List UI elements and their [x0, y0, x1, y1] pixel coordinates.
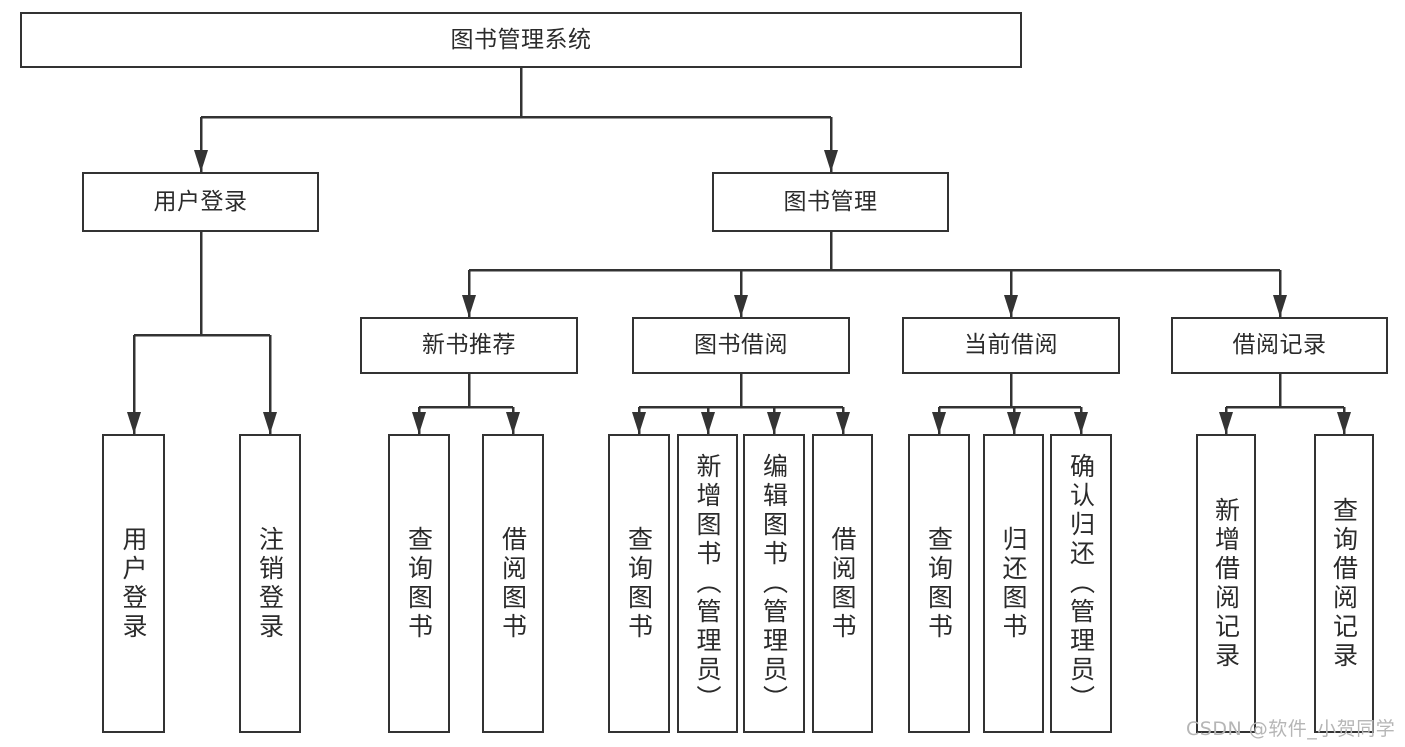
arrowhead-leaf_add_book	[701, 412, 715, 434]
arrowhead-leaf_query_book_2	[632, 412, 646, 434]
node-borrow_record[interactable]: 借阅记录	[1171, 317, 1388, 374]
node-leaf_add_record[interactable]: 新增借阅记录	[1196, 434, 1256, 733]
node-label: 新增图书（管理员）	[693, 453, 722, 714]
node-label: 当前借阅	[964, 332, 1058, 358]
arrowhead-leaf_query_book_3	[932, 412, 946, 434]
node-label: 归还图书	[999, 525, 1028, 642]
node-leaf_add_book[interactable]: 新增图书（管理员）	[677, 434, 738, 733]
arrowhead-borrow_record	[1273, 295, 1287, 317]
arrowhead-leaf_logout	[263, 412, 277, 434]
node-leaf_return_book[interactable]: 归还图书	[983, 434, 1044, 733]
node-label: 用户登录	[153, 188, 248, 215]
arrowhead-leaf_query_record	[1337, 412, 1351, 434]
node-label: 确认归还（管理员）	[1066, 453, 1096, 714]
arrowhead-leaf_edit_book	[767, 412, 781, 434]
node-leaf_confirm_return[interactable]: 确认归还（管理员）	[1050, 434, 1112, 733]
arrowhead-user_login	[194, 150, 208, 172]
arrowhead-leaf_user_login	[127, 412, 141, 434]
node-leaf_query_book_3[interactable]: 查询图书	[908, 434, 970, 733]
node-leaf_user_login[interactable]: 用户登录	[102, 434, 165, 733]
node-leaf_borrow_book_2[interactable]: 借阅图书	[812, 434, 873, 733]
node-leaf_edit_book[interactable]: 编辑图书（管理员）	[743, 434, 805, 733]
node-new_book_rec[interactable]: 新书推荐	[360, 317, 578, 374]
arrowhead-leaf_add_record	[1219, 412, 1233, 434]
node-label: 新增借阅记录	[1211, 496, 1241, 671]
watermark-text: CSDN @软件_小贺同学	[1186, 718, 1396, 740]
arrowhead-leaf_return_book	[1007, 412, 1021, 434]
node-label: 图书管理	[783, 188, 878, 215]
arrowhead-leaf_confirm_return	[1074, 412, 1088, 434]
arrowhead-book_manage	[824, 150, 838, 172]
node-book_manage[interactable]: 图书管理	[712, 172, 949, 232]
node-label: 借阅图书	[498, 525, 528, 642]
node-label: 图书借阅	[694, 332, 788, 358]
node-current_borrow[interactable]: 当前借阅	[902, 317, 1120, 374]
arrowhead-leaf_query_book_1	[412, 412, 426, 434]
node-label: 图书管理系统	[450, 26, 592, 53]
node-label: 借阅记录	[1232, 332, 1327, 358]
node-leaf_query_record[interactable]: 查询借阅记录	[1314, 434, 1374, 733]
node-label: 借阅图书	[828, 525, 857, 642]
node-root[interactable]: 图书管理系统	[20, 12, 1022, 68]
node-label: 查询借阅记录	[1329, 496, 1359, 671]
arrowhead-leaf_borrow_book_1	[506, 412, 520, 434]
arrowhead-book_borrow	[734, 295, 748, 317]
node-leaf_logout[interactable]: 注销登录	[239, 434, 301, 733]
arrowhead-leaf_borrow_book_2	[836, 412, 850, 434]
node-label: 注销登录	[255, 525, 285, 642]
node-user_login[interactable]: 用户登录	[82, 172, 319, 232]
arrowhead-new_book_rec	[462, 295, 476, 317]
node-label: 查询图书	[404, 525, 434, 642]
node-book_borrow[interactable]: 图书借阅	[632, 317, 850, 374]
node-leaf_query_book_1[interactable]: 查询图书	[388, 434, 450, 733]
arrowhead-current_borrow	[1004, 295, 1018, 317]
node-label: 查询图书	[924, 525, 954, 642]
node-leaf_borrow_book_1[interactable]: 借阅图书	[482, 434, 544, 733]
node-label: 用户登录	[119, 525, 148, 642]
node-label: 编辑图书（管理员）	[759, 453, 789, 714]
node-leaf_query_book_2[interactable]: 查询图书	[608, 434, 670, 733]
node-label: 查询图书	[624, 525, 654, 642]
node-label: 新书推荐	[422, 332, 516, 358]
